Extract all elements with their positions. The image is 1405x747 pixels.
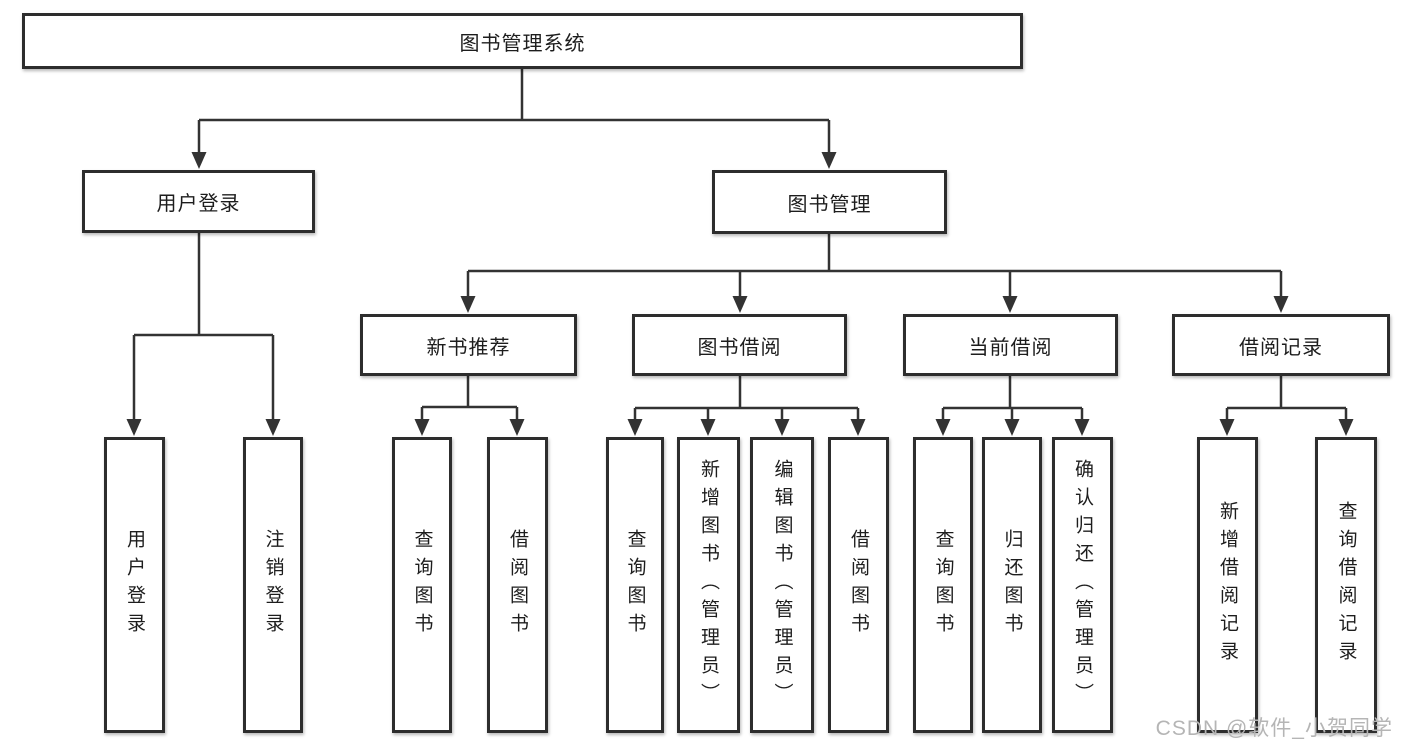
node-label: 图书借阅 xyxy=(697,336,782,359)
node-label: 借阅记录 xyxy=(1239,336,1323,359)
node-book-borrowing: 图书借阅 xyxy=(632,314,847,376)
node-new-book-recommendation: 新书推荐 xyxy=(360,314,577,376)
node-label: 当前借阅 xyxy=(968,336,1053,359)
node-label: 查询图书 xyxy=(624,529,646,641)
node-current-borrowing: 当前借阅 xyxy=(903,314,1118,376)
leaf-add-borrow-record: 新增借阅记录 xyxy=(1197,437,1258,733)
node-label: 注销登录 xyxy=(262,529,284,641)
leaf-edit-book-admin: 编辑图书（管理员） xyxy=(750,437,814,733)
node-label: 确认归还（管理员） xyxy=(1072,459,1093,711)
node-label: 新增图书（管理员） xyxy=(698,459,719,711)
node-library-management-system: 图书管理系统 xyxy=(22,13,1023,69)
csdn-watermark: CSDN @软件_小贺同学 xyxy=(1155,717,1393,740)
leaf-confirm-return-admin: 确认归还（管理员） xyxy=(1052,437,1113,733)
node-user-login: 用户登录 xyxy=(82,170,315,233)
node-book-management: 图书管理 xyxy=(712,170,947,234)
node-borrowing-records: 借阅记录 xyxy=(1172,314,1390,376)
leaf-user-login: 用户登录 xyxy=(104,437,165,733)
node-label: 借阅图书 xyxy=(848,529,869,641)
leaf-return-books: 归还图书 xyxy=(982,437,1042,733)
node-label: 新增借阅记录 xyxy=(1217,501,1238,669)
leaf-borrow-books-borrowing: 借阅图书 xyxy=(828,437,889,733)
node-label: 借阅图书 xyxy=(507,529,528,641)
node-label: 新书推荐 xyxy=(426,336,511,359)
node-label: 查询图书 xyxy=(411,529,433,641)
leaf-borrow-books-recommend: 借阅图书 xyxy=(487,437,548,733)
leaf-query-borrow-record: 查询借阅记录 xyxy=(1315,437,1377,733)
node-label: 编辑图书（管理员） xyxy=(771,459,793,711)
node-label: 归还图书 xyxy=(1001,529,1023,641)
node-label: 图书管理 xyxy=(787,193,872,216)
node-label: 查询图书 xyxy=(932,529,954,641)
leaf-query-books-recommend: 查询图书 xyxy=(392,437,452,733)
leaf-query-books-borrowing: 查询图书 xyxy=(606,437,664,733)
connector-lines xyxy=(132,69,1348,420)
node-label: 查询借阅记录 xyxy=(1335,501,1357,669)
leaf-logout-login: 注销登录 xyxy=(243,437,303,733)
arrowhead-icons xyxy=(126,152,1354,436)
node-label: 用户登录 xyxy=(124,529,145,641)
node-label: 图书管理系统 xyxy=(459,32,586,55)
leaf-add-book-admin: 新增图书（管理员） xyxy=(677,437,740,733)
leaf-query-books-current: 查询图书 xyxy=(913,437,973,733)
node-label: 用户登录 xyxy=(156,193,241,215)
